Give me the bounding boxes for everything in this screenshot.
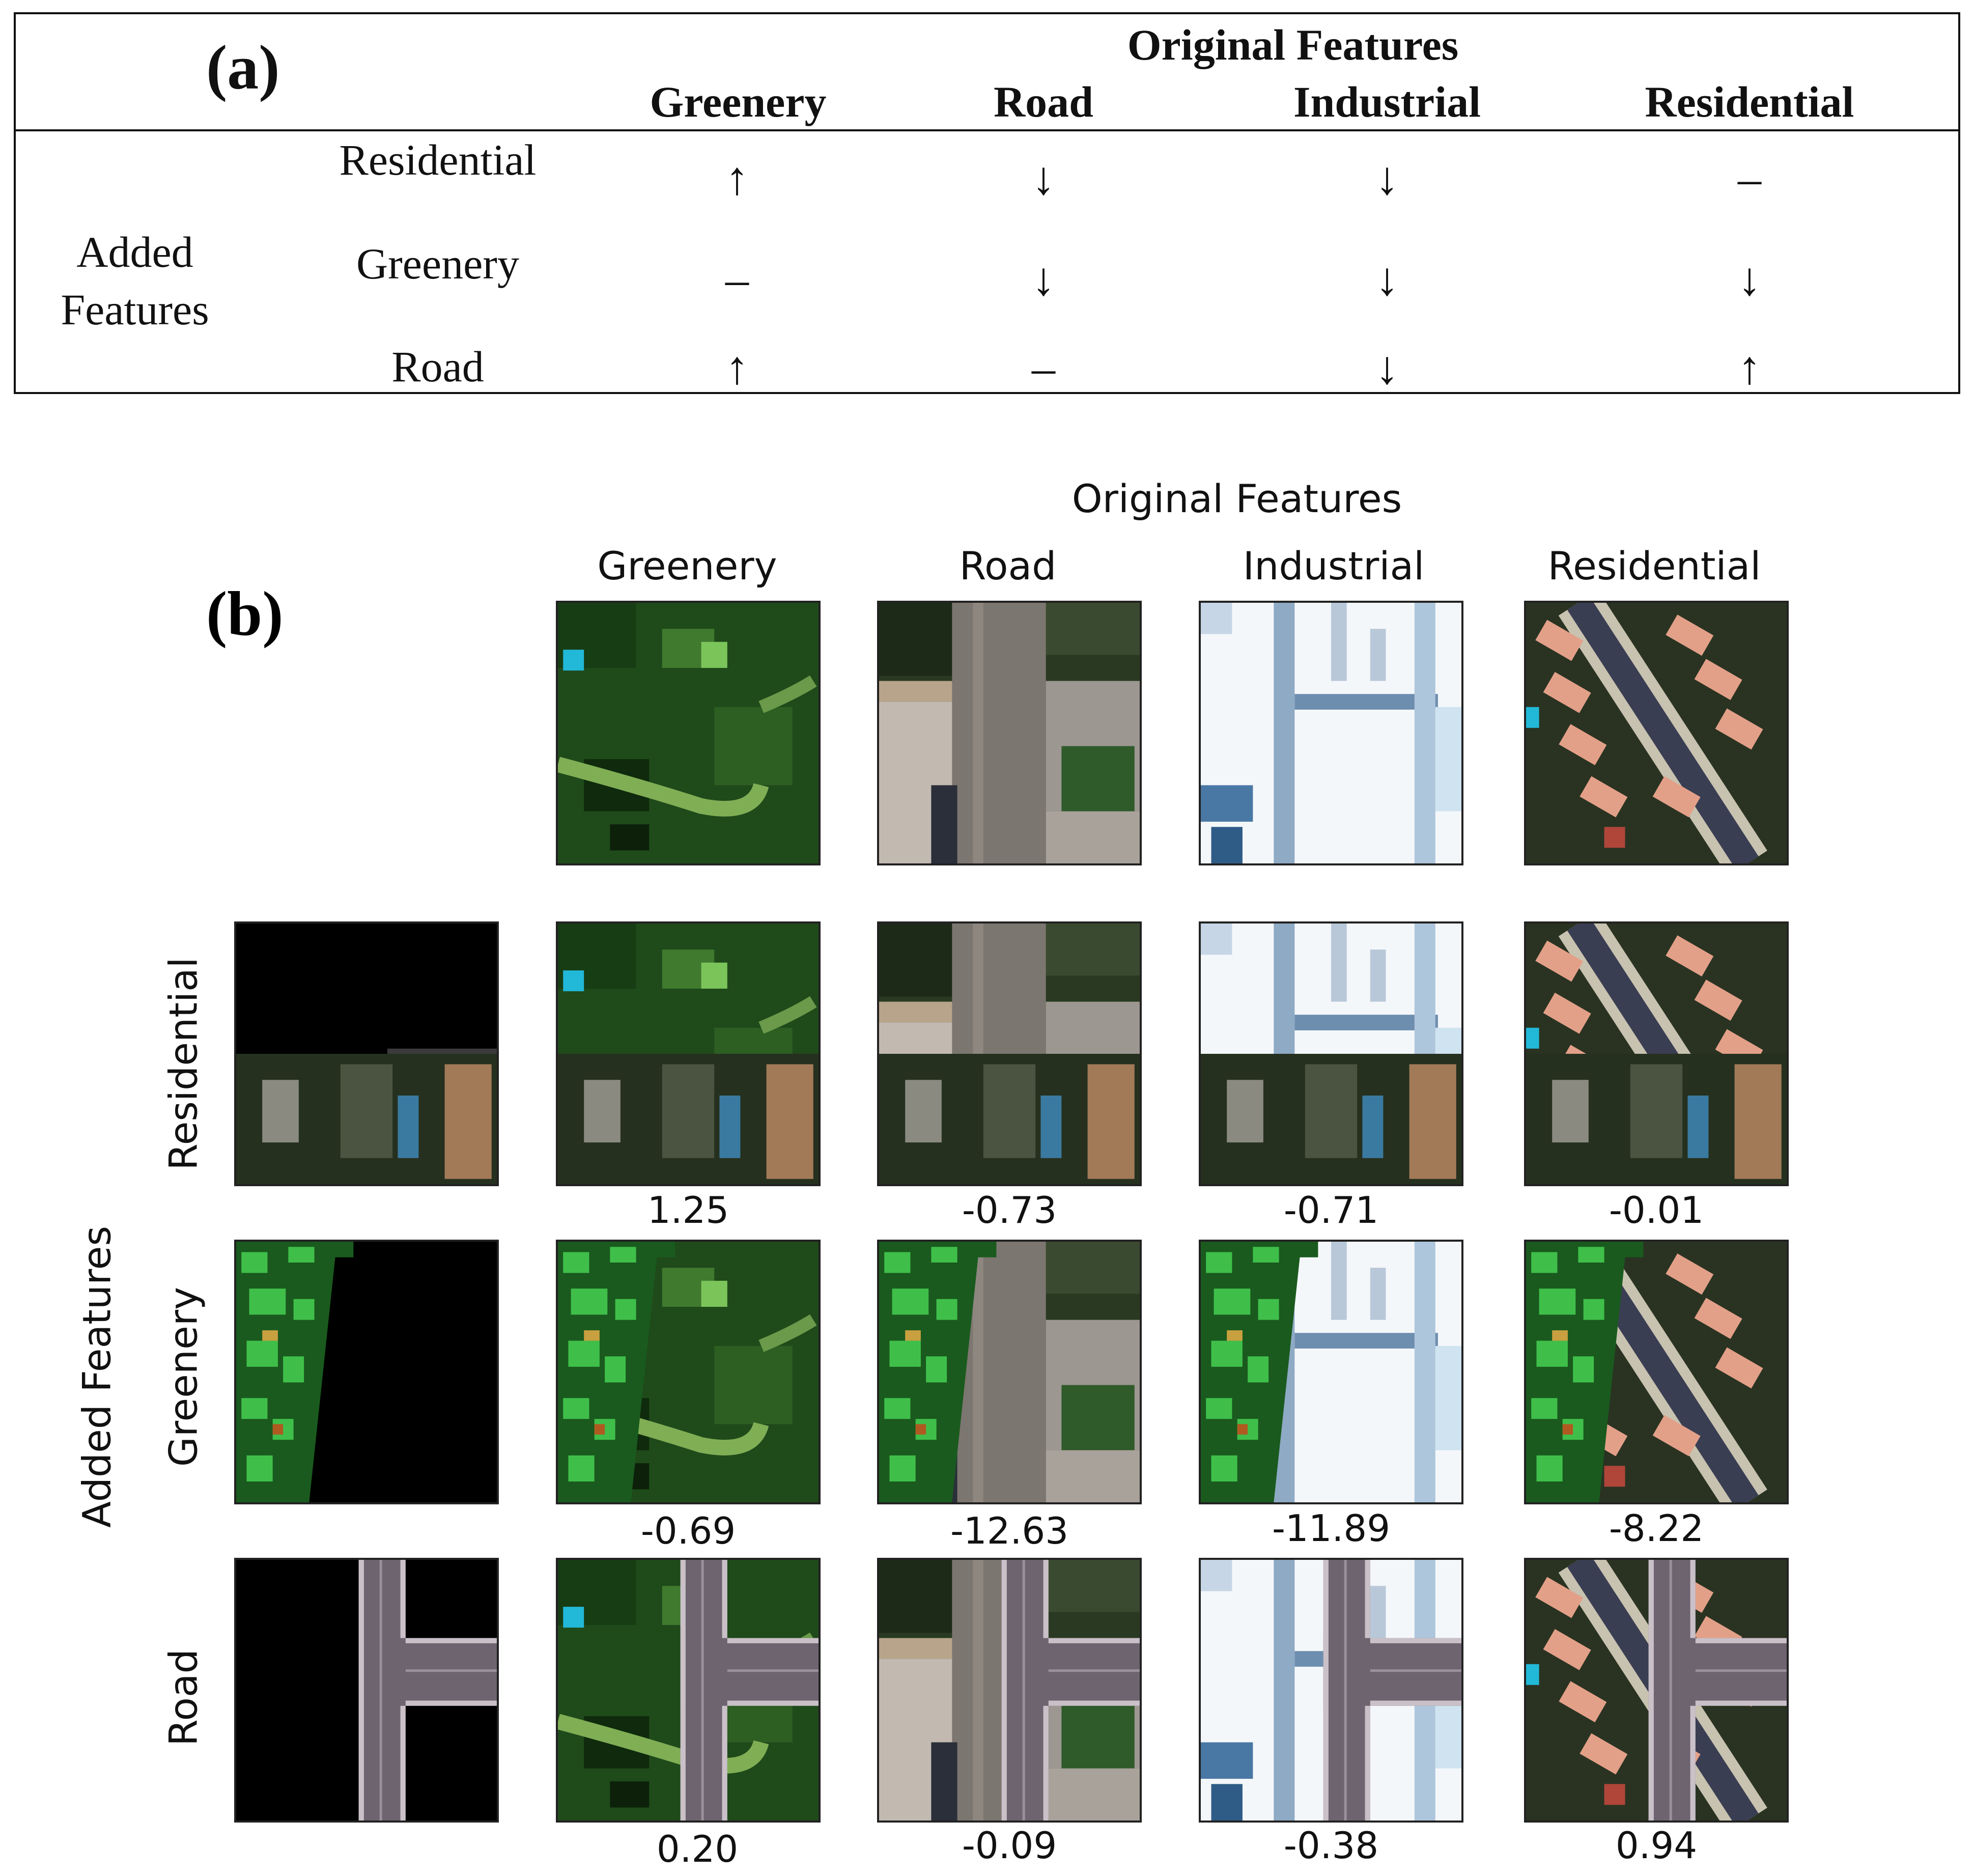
- table-a-cell: ↓: [1375, 152, 1399, 204]
- table-a-col-road: Road: [994, 77, 1093, 126]
- value-road-industrial: -0.38: [1283, 1824, 1379, 1867]
- table-a-cell: ↓: [1032, 253, 1055, 305]
- value-greenery-industrial: -11.89: [1272, 1507, 1391, 1550]
- tile-industrial-plus-residential: [1199, 921, 1463, 1186]
- grid-row-road: Road: [160, 1649, 206, 1746]
- value-greenery-road: -12.63: [950, 1509, 1069, 1552]
- table-a-cell: ↓: [1375, 342, 1399, 394]
- tile-road-plus-road: [877, 1558, 1142, 1823]
- tile-greenery-plus-residential: [556, 921, 821, 1186]
- tile-original-residential: [1524, 601, 1789, 865]
- table-a-cell: ↓: [1738, 253, 1761, 305]
- table-a-cell: ↑: [1738, 342, 1761, 394]
- grid-col-greenery: Greenery: [597, 543, 777, 589]
- grid-col-industrial: Industrial: [1243, 543, 1425, 589]
- table-a-cell: –: [1738, 152, 1761, 204]
- table-a-row-residential: Residential: [339, 135, 537, 184]
- table-a-cell: ↓: [1375, 253, 1399, 305]
- value-greenery-residential: -8.22: [1609, 1507, 1704, 1550]
- value-road-greenery: 0.20: [656, 1828, 739, 1870]
- tile-original-road: [877, 601, 1142, 865]
- tile-residential-plus-greenery: [1524, 1240, 1789, 1504]
- table-a-cell: ↑: [725, 342, 749, 394]
- table-a: [14, 12, 1960, 394]
- table-header-rule: [16, 129, 1958, 131]
- tile-road-plus-residential: [877, 921, 1142, 1186]
- value-greenery-greenery: -0.69: [640, 1509, 736, 1552]
- table-a-col-greenery: Greenery: [650, 77, 827, 126]
- tile-industrial-plus-greenery: [1199, 1240, 1463, 1504]
- tile-greenery-plus-road: [556, 1558, 821, 1823]
- grid-original-features-title: Original Features: [1071, 476, 1402, 521]
- tile-greenery-plus-greenery: [556, 1240, 821, 1504]
- table-a-cell: –: [1032, 342, 1055, 394]
- grid-col-road: Road: [959, 543, 1057, 589]
- table-a-cell: ↑: [725, 152, 749, 204]
- tile-residential-plus-residential: [1524, 921, 1789, 1186]
- tile-industrial-plus-road: [1199, 1558, 1463, 1823]
- tile-added-greenery: [234, 1240, 499, 1504]
- table-a-added-features-title-1: Added: [76, 228, 193, 276]
- value-residential-industrial: -0.71: [1283, 1189, 1379, 1231]
- value-residential-road: -0.73: [962, 1189, 1057, 1231]
- tile-original-greenery: [556, 601, 821, 865]
- grid-row-residential: Residential: [160, 957, 206, 1170]
- value-road-road: -0.09: [962, 1824, 1057, 1867]
- table-a-cell: ↓: [1032, 152, 1055, 204]
- table-a-col-industrial: Industrial: [1293, 77, 1481, 126]
- grid-row-greenery: Greenery: [160, 1286, 206, 1467]
- table-a-original-features-title: Original Features: [1127, 20, 1459, 69]
- tile-added-road: [234, 1558, 499, 1823]
- tile-road-plus-greenery: [877, 1240, 1142, 1504]
- tile-residential-plus-road: [1524, 1558, 1789, 1823]
- table-a-added-features-title-2: Features: [61, 285, 209, 334]
- grid-added-features-title: Added Features: [74, 1225, 120, 1528]
- table-a-col-residential: Residential: [1645, 77, 1854, 126]
- table-a-cell: –: [725, 253, 749, 305]
- value-road-residential: 0.94: [1615, 1824, 1698, 1867]
- table-a-row-greenery: Greenery: [356, 239, 519, 288]
- panel-b-label: (b): [206, 579, 284, 649]
- table-a-row-road: Road: [391, 342, 484, 391]
- grid-col-residential: Residential: [1547, 543, 1761, 589]
- value-residential-greenery: 1.25: [647, 1189, 729, 1231]
- panel-a-label: (a): [206, 33, 280, 102]
- tile-added-residential: [234, 921, 499, 1186]
- tile-original-industrial: [1199, 601, 1463, 865]
- value-residential-residential: -0.01: [1609, 1189, 1704, 1231]
